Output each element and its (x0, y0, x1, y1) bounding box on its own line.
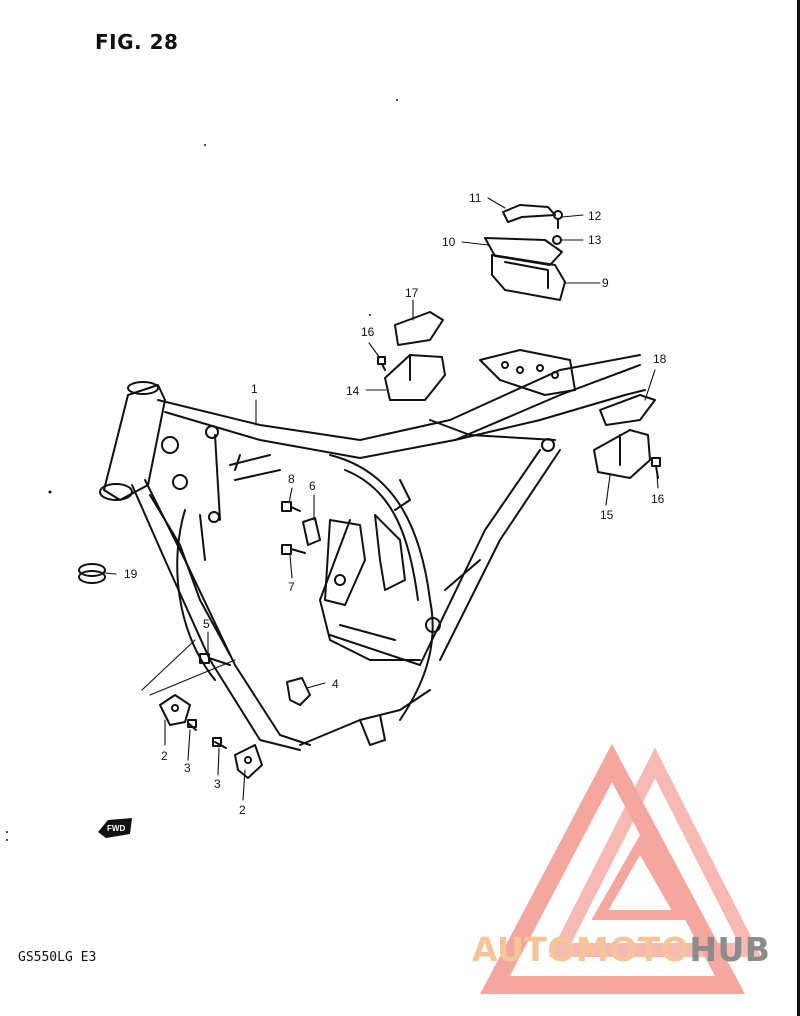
callout-9: 9 (602, 276, 609, 290)
callout-10: 10 (442, 235, 456, 249)
bracket-4 (286, 677, 311, 706)
watermark-text: AUTOMOTOHUB (472, 930, 770, 969)
holder-14 (384, 354, 446, 401)
bolt-3a (187, 719, 197, 731)
callout-17: 17 (405, 286, 419, 300)
cushion-17 (394, 311, 444, 346)
callout-2a: 2 (161, 749, 168, 763)
watermark-part-a: AUTOMOTO (472, 930, 690, 969)
holder-15 (593, 429, 651, 479)
scan-edge-bar (797, 0, 800, 1016)
callout-18: 18 (653, 352, 667, 366)
bolt-7 (281, 544, 306, 555)
callout-12: 12 (588, 209, 602, 223)
watermark-part-b: HUB (689, 930, 771, 969)
callout-4: 4 (332, 677, 339, 691)
bracket-6 (302, 517, 321, 546)
screw-12 (553, 210, 563, 229)
fwd-label: FWD (107, 824, 125, 833)
callout-5: 5 (203, 617, 210, 631)
grommet-19 (78, 563, 106, 584)
callout-19: 19 (124, 567, 138, 581)
nut-13 (552, 235, 562, 245)
figure-title: FIG. 28 (95, 30, 179, 54)
callout-7: 7 (288, 580, 295, 594)
callout-11: 11 (469, 191, 482, 205)
callout-3a: 3 (184, 761, 191, 775)
frame-main (99, 349, 646, 751)
callout-6: 6 (309, 479, 316, 493)
screw-16b (651, 457, 661, 479)
bracket-2a (159, 694, 191, 726)
bolt-8 (281, 501, 301, 512)
callout-2b: 2 (239, 803, 246, 817)
battery-band-10 (484, 237, 563, 266)
fwd-arrow-icon: FWD (98, 818, 132, 838)
callout-8: 8 (288, 472, 295, 486)
callout-15: 15 (600, 508, 614, 522)
callout-13: 13 (588, 233, 602, 247)
bracket-2b (234, 744, 263, 779)
battery-case-9 (491, 254, 566, 301)
cushion-18 (599, 394, 656, 426)
callout-14: 14 (346, 384, 360, 398)
screw-16a (377, 356, 386, 371)
strap-11 (502, 204, 556, 223)
callout-1: 1 (251, 382, 258, 396)
callout-3b: 3 (214, 777, 221, 791)
callout-16b: 16 (651, 492, 665, 506)
callout-16a: 16 (361, 325, 375, 339)
bolt-3b (212, 737, 227, 749)
model-code: GS550LG E3 (18, 950, 97, 965)
watermark-logo-icon (480, 743, 762, 994)
